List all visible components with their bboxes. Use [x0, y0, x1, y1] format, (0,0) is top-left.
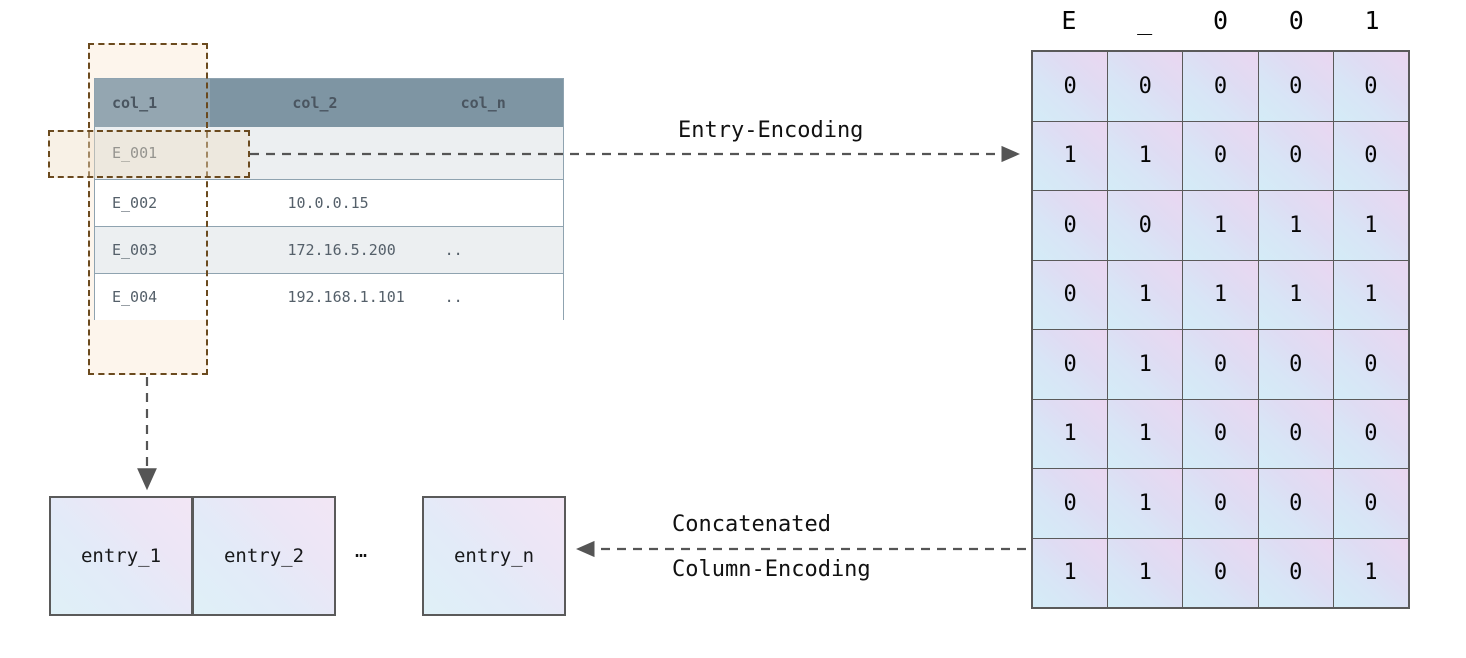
matrix-row: 0 1 1 1 1 — [1033, 259, 1409, 329]
matrix-row: 0 1 0 0 0 — [1033, 468, 1409, 538]
matrix-cell: 1 — [1033, 399, 1108, 468]
matrix-cell: 0 — [1033, 260, 1108, 329]
matrix-cell: 0 — [1107, 191, 1183, 260]
matrix-column-header: 1 — [1364, 6, 1380, 35]
entry-ellipsis: … — [355, 538, 368, 562]
matrix-column-header: _ — [1137, 6, 1153, 35]
matrix-row: 0 0 1 1 1 — [1033, 190, 1409, 260]
matrix-column-header: 0 — [1288, 6, 1304, 35]
matrix-cell: 0 — [1182, 538, 1258, 607]
table-row: E_004 192.168.1.101 .. — [95, 273, 563, 320]
matrix-cell: 0 — [1257, 469, 1333, 538]
matrix-cell: 1 — [1257, 191, 1333, 260]
matrix-cell: 0 — [1182, 121, 1258, 190]
matrix-cell: 1 — [1332, 260, 1409, 329]
matrix-cell: 1 — [1182, 191, 1258, 260]
table-header-row: col_1 col_2 col_n — [95, 79, 563, 127]
matrix-cell: 1 — [1107, 399, 1183, 468]
matrix-cell: 0 — [1182, 469, 1258, 538]
matrix-cell: 1 — [1107, 538, 1183, 607]
table-cell-col-n — [425, 180, 563, 226]
table-cell-col-n — [425, 127, 563, 179]
matrix-cell: 0 — [1332, 399, 1409, 468]
matrix-cell: 0 — [1033, 191, 1108, 260]
matrix-cell: 0 — [1033, 330, 1108, 399]
matrix-row: 0 0 0 0 0 — [1033, 52, 1409, 121]
entry-encoding-label: Entry-Encoding — [678, 118, 864, 143]
matrix-cell: 1 — [1107, 121, 1183, 190]
matrix-cell: 1 — [1107, 330, 1183, 399]
matrix-row: 1 1 0 0 0 — [1033, 398, 1409, 468]
matrix-cell: 0 — [1033, 469, 1108, 538]
table-cell-col-1: E_004 — [112, 288, 158, 306]
matrix-cell: 0 — [1332, 121, 1409, 190]
table-header-col-1: col_1 — [95, 79, 211, 127]
table-cell-col-n: .. — [444, 241, 463, 259]
matrix-row: 0 1 0 0 0 — [1033, 329, 1409, 399]
entry-box-n: entry_n — [422, 496, 566, 616]
matrix-cell: 0 — [1332, 330, 1409, 399]
table-cell-col-1: E_001 — [112, 144, 158, 162]
matrix-cell: 0 — [1257, 121, 1333, 190]
matrix-cell: 1 — [1033, 538, 1108, 607]
table-header-col-2: col_2 — [292, 94, 338, 112]
row-highlight-box — [48, 130, 250, 178]
matrix-column-headers: E _ 0 0 1 — [1031, 6, 1410, 35]
table-cell-col-n: .. — [444, 288, 463, 306]
encoding-matrix: 0 0 0 0 0 1 1 0 0 0 0 0 1 1 1 0 1 1 1 1 — [1031, 50, 1410, 609]
table-row: E_002 10.0.0.15 — [95, 179, 563, 226]
matrix-cell: 1 — [1332, 538, 1409, 607]
matrix-cell: 1 — [1182, 260, 1258, 329]
matrix-cell: 1 — [1332, 191, 1409, 260]
matrix-row: 1 1 0 0 0 — [1033, 120, 1409, 190]
matrix-cell: 0 — [1182, 399, 1258, 468]
matrix-column-header: E — [1061, 6, 1077, 35]
column-highlight-border — [88, 43, 208, 375]
matrix-cell: 1 — [1107, 260, 1183, 329]
table-cell-col-2: 192.168.1.101 — [287, 288, 405, 306]
matrix-row: 1 1 0 0 1 — [1033, 537, 1409, 607]
matrix-column-header: 0 — [1212, 6, 1229, 35]
matrix-cell: 0 — [1257, 399, 1333, 468]
matrix-cell: 0 — [1257, 538, 1333, 607]
matrix-cell: 0 — [1332, 469, 1409, 538]
entry-box-1: entry_1 — [49, 496, 193, 616]
table-header-col-n: col_n — [460, 94, 506, 112]
table-cell-col-2: 172.16.5.200 — [287, 241, 396, 259]
matrix-cell: 0 — [1182, 330, 1258, 399]
matrix-cell: 0 — [1182, 52, 1258, 121]
matrix-cell: 0 — [1033, 52, 1108, 121]
table-cell-col-2: 10.0.0.15 — [287, 194, 369, 212]
matrix-cell: 0 — [1257, 330, 1333, 399]
entry-box-2: entry_2 — [192, 496, 336, 616]
table-cell-col-1: E_002 — [112, 194, 158, 212]
matrix-cell: 1 — [1033, 121, 1108, 190]
matrix-cell: 0 — [1107, 52, 1183, 121]
table-row: E_003 172.16.5.200 .. — [95, 226, 563, 273]
matrix-cell: 1 — [1257, 260, 1333, 329]
matrix-cell: 1 — [1107, 469, 1183, 538]
source-table: col_1 col_2 col_n E_001 E_002 10.0.0.15 … — [94, 78, 564, 320]
column-encoding-label: Column-Encoding — [672, 557, 871, 582]
matrix-cell: 0 — [1332, 52, 1409, 121]
matrix-cell: 0 — [1257, 52, 1333, 121]
concatenated-label: Concatenated — [672, 512, 831, 537]
table-cell-col-1: E_003 — [112, 241, 158, 259]
